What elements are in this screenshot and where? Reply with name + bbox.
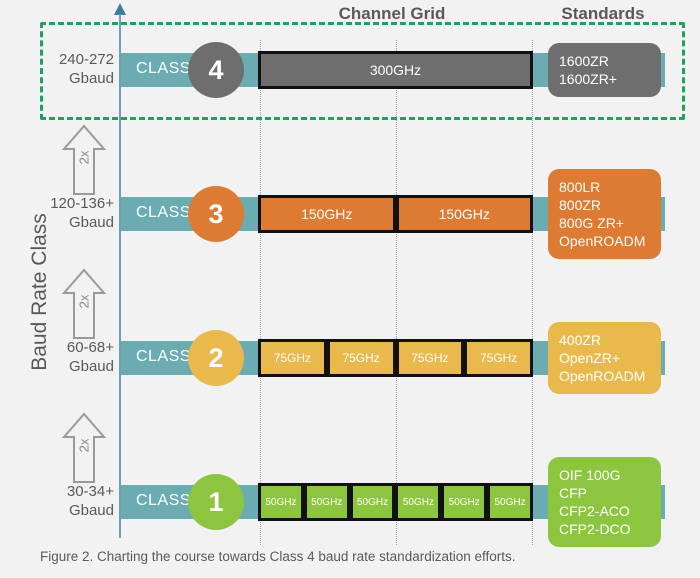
standard-item: 800ZR bbox=[559, 197, 602, 213]
standard-item: OIF 100G bbox=[559, 467, 621, 483]
channel-grid-strip: 300GHz bbox=[258, 51, 533, 89]
channel-box: 150GHz bbox=[395, 195, 533, 233]
baud-rate-label: 120-136+ Gbaud bbox=[0, 194, 114, 232]
channel-box: 150GHz bbox=[258, 195, 396, 233]
channel-box: 50GHz bbox=[487, 483, 533, 521]
channel-box: 50GHz bbox=[441, 483, 488, 521]
channel-box: 75GHz bbox=[464, 339, 533, 377]
doubling-factor-label: 2x bbox=[76, 150, 92, 165]
standard-item: 800G ZR+ bbox=[559, 215, 624, 231]
baud-rate-value: 120-136+ bbox=[50, 195, 114, 212]
y-axis-line bbox=[119, 14, 121, 538]
channel-grid-header: Channel Grid bbox=[338, 4, 446, 23]
y-axis-arrow-icon bbox=[114, 3, 126, 15]
channel-box: 300GHz bbox=[258, 51, 533, 89]
doubling-factor-label: 2x bbox=[76, 294, 92, 309]
baud-rate-value: 240-272 bbox=[58, 51, 114, 68]
class-word-label: CLASS bbox=[136, 492, 191, 509]
standard-item: 400ZR bbox=[559, 332, 602, 348]
doubling-factor-label: 2x bbox=[76, 438, 92, 453]
standard-item: CFP bbox=[559, 485, 587, 501]
baud-rate-label: 30-34+ Gbaud bbox=[0, 482, 114, 520]
standard-item: OpenZR+ bbox=[559, 350, 621, 366]
baud-doubling-arrow-icon: 2x bbox=[62, 268, 106, 340]
channel-box: 75GHz bbox=[258, 339, 327, 377]
baud-rate-value: 30-34+ bbox=[66, 483, 114, 500]
standard-item: 800LR bbox=[559, 179, 601, 195]
standards-box: 800LR 800ZR 800G ZR+ OpenROADM bbox=[548, 169, 661, 259]
class-word-label: CLASS bbox=[136, 348, 191, 365]
channel-box: 75GHz bbox=[395, 339, 465, 377]
class-number-badge: 3 bbox=[188, 186, 244, 242]
gridline-2 bbox=[532, 40, 533, 545]
standard-item: CFP2-DCO bbox=[559, 521, 631, 537]
standards-box: 400ZR OpenZR+ OpenROADM bbox=[548, 322, 661, 394]
baud-doubling-arrow-icon: 2x bbox=[62, 124, 106, 196]
standards-header: Standards bbox=[561, 4, 645, 23]
figure-caption: Figure 2. Charting the course towards Cl… bbox=[40, 549, 516, 564]
standard-item: OpenROADM bbox=[559, 233, 646, 249]
standard-item: OpenROADM bbox=[559, 368, 646, 384]
standards-box: 1600ZR 1600ZR+ bbox=[548, 43, 661, 97]
baud-rate-value: 60-68+ bbox=[66, 339, 114, 356]
channel-box: 50GHz bbox=[258, 483, 304, 521]
class-number-badge: 1 bbox=[188, 474, 244, 530]
standard-item: CFP2-ACO bbox=[559, 503, 630, 519]
standards-box: OIF 100G CFP CFP2-ACO CFP2-DCO bbox=[548, 457, 661, 547]
baud-rate-unit: Gbaud bbox=[68, 214, 114, 231]
class-word-label: CLASS bbox=[136, 204, 191, 221]
baud-rate-label: 60-68+ Gbaud bbox=[0, 338, 114, 376]
gridline-1 bbox=[396, 40, 397, 545]
channel-box: 75GHz bbox=[326, 339, 396, 377]
channel-box: 50GHz bbox=[395, 483, 442, 521]
gridline-0 bbox=[260, 40, 261, 545]
class-word-label: CLASS bbox=[136, 60, 191, 77]
class-number-badge: 4 bbox=[188, 42, 244, 98]
standard-item: 1600ZR+ bbox=[559, 71, 617, 87]
baud-rate-unit: Gbaud bbox=[68, 502, 114, 519]
channel-box: 50GHz bbox=[303, 483, 350, 521]
standard-item: 1600ZR bbox=[559, 53, 609, 69]
baud-rate-unit: Gbaud bbox=[68, 70, 114, 87]
class-number-badge: 2 bbox=[188, 330, 244, 386]
baud-doubling-arrow-icon: 2x bbox=[62, 412, 106, 484]
baud-rate-unit: Gbaud bbox=[68, 358, 114, 375]
channel-box: 50GHz bbox=[349, 483, 396, 521]
